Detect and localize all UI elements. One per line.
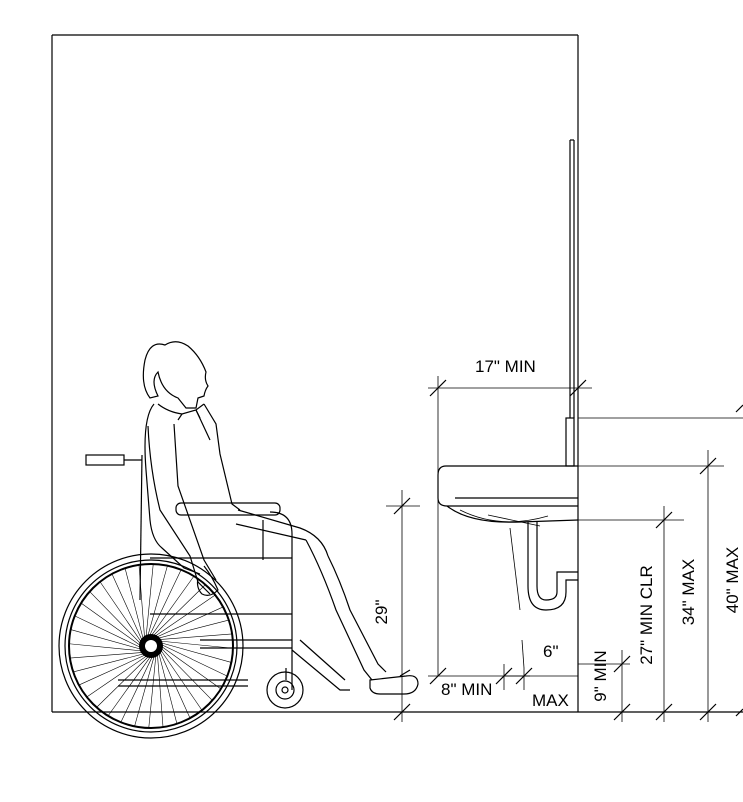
- wheel-spoke: [111, 573, 145, 645]
- wheel-spoke: [120, 651, 155, 723]
- wheel-spoke: [157, 647, 191, 719]
- wheel-spoke: [134, 651, 156, 727]
- wheel-spoke: [150, 594, 216, 640]
- wheel-spoke: [147, 569, 182, 641]
- wheel-spoke: [156, 642, 228, 677]
- lavatory: [437, 465, 579, 527]
- wheelchair: [58, 454, 350, 739]
- wheel-spoke: [156, 641, 232, 663]
- wheel-spoke: [154, 633, 233, 641]
- wheel-spoke: [145, 564, 154, 642]
- dimension-labels: 17" MIN 29" 8" MIN 6" MAX 9" MIN 27" MIN…: [372, 357, 742, 710]
- wheel-spoke: [78, 652, 150, 686]
- wheel-spoke: [70, 629, 146, 651]
- wheel-spoke: [69, 643, 147, 652]
- label-toe-height: 9" MIN: [591, 650, 610, 701]
- wheel-spoke: [152, 606, 224, 640]
- label-knee-height: 29": [372, 600, 391, 625]
- wheel-spoke: [149, 584, 206, 640]
- wheel-spoke: [86, 652, 152, 698]
- wheel-spoke: [157, 648, 178, 724]
- wheel-spoke: [69, 651, 148, 659]
- wheel-spoke: [153, 619, 229, 640]
- wheel-spoke: [157, 643, 222, 690]
- label-mirror-height: 40" MAX: [723, 547, 742, 614]
- wheel-spoke: [73, 652, 149, 673]
- label-pipe-offset: 6": [543, 642, 559, 661]
- wheel-spoke: [155, 640, 233, 649]
- wheel-spoke: [157, 645, 203, 711]
- dimension-lines: [386, 376, 743, 722]
- wall-panel: [565, 139, 575, 467]
- room-outline: [51, 34, 743, 713]
- wheel-spoke: [146, 565, 168, 641]
- wheel-spoke: [148, 650, 157, 728]
- wheel-spoke: [138, 564, 146, 643]
- wheel-spoke: [80, 602, 145, 649]
- wheel-spoke: [107, 652, 154, 717]
- wheel-spoke: [156, 649, 164, 728]
- wheel-spoke: [96, 652, 153, 708]
- wheel-spokes: [69, 564, 233, 728]
- wheel-spoke: [99, 581, 145, 647]
- label-knee-depth: 17" MIN: [475, 357, 536, 376]
- label-toe-depth: 8" MIN: [441, 680, 492, 699]
- label-knee-clearance: 27" MIN CLR: [637, 565, 656, 665]
- label-rim-height: 34" MAX: [679, 559, 698, 626]
- wheel-spoke: [89, 591, 145, 648]
- wheel-spoke: [74, 615, 146, 650]
- wheel-spoke: [124, 568, 145, 644]
- drain-pipe: [509, 522, 578, 669]
- wheel-spoke: [148, 575, 195, 640]
- label-pipe-offset-suffix: MAX: [532, 691, 569, 710]
- seated-person: [142, 341, 419, 695]
- wheel-spoke: [157, 644, 213, 701]
